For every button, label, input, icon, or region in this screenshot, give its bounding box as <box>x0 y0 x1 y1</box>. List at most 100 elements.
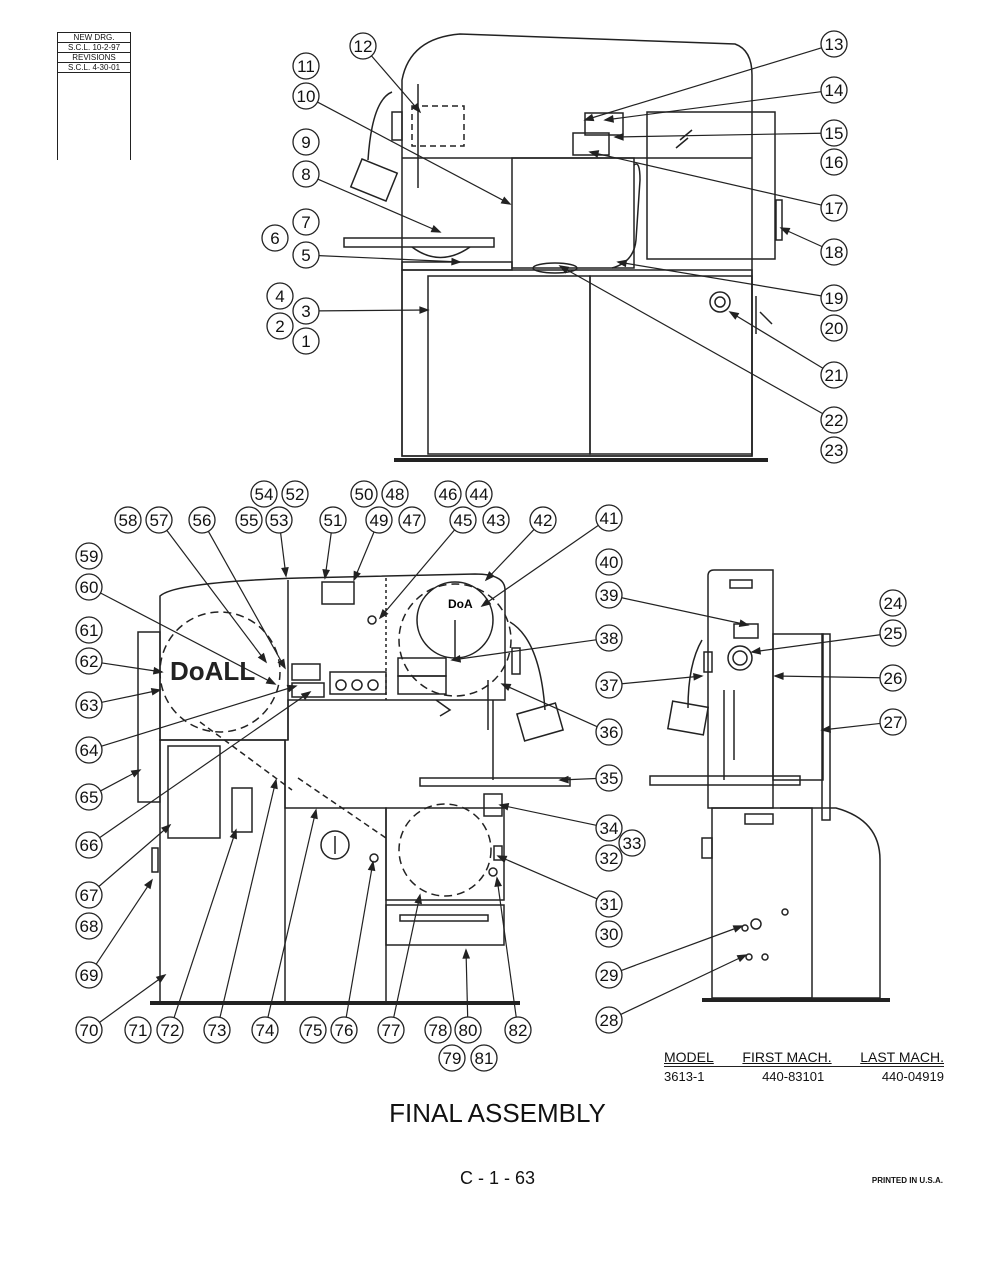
callout-79: 79 <box>438 1044 466 1072</box>
leader-line <box>620 954 747 1015</box>
leader-line <box>98 824 171 887</box>
callout-number: 68 <box>80 917 99 936</box>
callout-73: 73 <box>203 1016 231 1044</box>
callout-number: 20 <box>825 319 844 338</box>
callout-number: 74 <box>256 1021 275 1040</box>
callout-58: 58 <box>114 506 142 534</box>
callout-72: 72 <box>156 1016 184 1044</box>
callout-circle <box>114 506 142 534</box>
callout-50: 50 <box>350 480 378 508</box>
callout-28: 28 <box>595 1006 623 1034</box>
callout-24: 24 <box>879 589 907 617</box>
guide-logo-text: DoA <box>448 597 473 611</box>
callout-circle <box>482 506 510 534</box>
leader-arrowhead <box>414 893 422 905</box>
printed-notice: PRINTED IN U.S.A. <box>871 1176 943 1185</box>
callout-circle <box>820 30 848 58</box>
callout-20: 20 <box>820 314 848 342</box>
leader-arrowhead <box>558 265 570 274</box>
callout-32: 32 <box>595 844 623 872</box>
leader-arrowhead <box>450 654 462 663</box>
leader-line <box>173 829 237 1018</box>
leader-line <box>100 592 276 685</box>
callout-circle <box>75 783 103 811</box>
callout-number: 48 <box>386 485 405 504</box>
callout-13: 13 <box>820 30 848 58</box>
callout-circle <box>398 506 426 534</box>
callout-number: 67 <box>80 886 99 905</box>
callout-circle <box>330 1016 358 1044</box>
callout-circle <box>595 548 623 576</box>
callout-circle <box>595 764 623 792</box>
callout-15: 15 <box>820 119 848 147</box>
callout-number: 14 <box>825 81 844 100</box>
revisions-label: REVISIONS <box>57 52 131 62</box>
callout-number: 27 <box>884 713 903 732</box>
callout-circle <box>434 480 462 508</box>
leader-line <box>751 634 881 653</box>
switch-unit <box>584 112 624 136</box>
callout-number: 43 <box>487 511 506 530</box>
callout-18: 18 <box>820 238 848 266</box>
callout-39: 39 <box>595 581 623 609</box>
callout-circle <box>820 194 848 222</box>
callout-27: 27 <box>879 708 907 736</box>
callout-number: 35 <box>600 769 619 788</box>
callout-38: 38 <box>595 624 623 652</box>
callout-circle <box>266 282 294 310</box>
callout-circle <box>595 624 623 652</box>
callout-number: 63 <box>80 696 99 715</box>
leader-arrowhead <box>130 769 142 778</box>
callout-6: 6 <box>261 224 289 252</box>
callout-number: 8 <box>301 165 310 184</box>
callout-circle <box>504 1016 532 1044</box>
leader-line <box>99 974 166 1023</box>
callout-circle <box>75 831 103 859</box>
callout-number: 82 <box>509 1021 528 1040</box>
callout-80: 80 <box>454 1016 482 1044</box>
callout-number: 60 <box>80 578 99 597</box>
callout-number: 22 <box>825 411 844 430</box>
leader-arrowhead <box>411 102 422 114</box>
callout-number: 16 <box>825 153 844 172</box>
callout-26: 26 <box>879 664 907 692</box>
callout-circle <box>266 312 294 340</box>
leader-arrowhead <box>150 687 162 696</box>
leader-arrowhead <box>322 568 331 580</box>
leader-line <box>621 675 703 685</box>
callout-4: 4 <box>266 282 294 310</box>
leader-line <box>267 809 317 1018</box>
callout-number: 65 <box>80 788 99 807</box>
callout-35: 35 <box>595 764 623 792</box>
callout-71: 71 <box>124 1016 152 1044</box>
drawing-title: FINAL ASSEMBLY <box>389 1098 606 1128</box>
leader-lines <box>95 47 881 1023</box>
callout-circle <box>292 82 320 110</box>
callout-number: 73 <box>208 1021 227 1040</box>
leader-line <box>589 151 822 206</box>
callout-circle <box>265 506 293 534</box>
callout-number: 47 <box>403 511 422 530</box>
callout-52: 52 <box>281 480 309 508</box>
callout-number: 17 <box>825 199 844 218</box>
callout-circle <box>292 208 320 236</box>
callout-81: 81 <box>470 1044 498 1072</box>
callout-circle <box>820 148 848 176</box>
callout-circle <box>292 160 320 188</box>
leader-arrowhead <box>613 132 624 141</box>
callout-circle <box>454 1016 482 1044</box>
callout-circle <box>75 961 103 989</box>
leader-arrowhead <box>160 823 172 834</box>
callout-number: 52 <box>286 485 305 504</box>
callout-circle <box>470 1044 498 1072</box>
leader-arrowhead <box>229 828 237 840</box>
leader-arrowhead <box>779 227 791 236</box>
callout-circle <box>618 829 646 857</box>
leader-line <box>774 675 881 679</box>
callout-number: 77 <box>382 1021 401 1040</box>
callout-circle <box>595 920 623 948</box>
leader-arrowhead <box>419 306 430 314</box>
leader-arrowhead <box>588 150 600 158</box>
callout-63: 63 <box>75 691 103 719</box>
